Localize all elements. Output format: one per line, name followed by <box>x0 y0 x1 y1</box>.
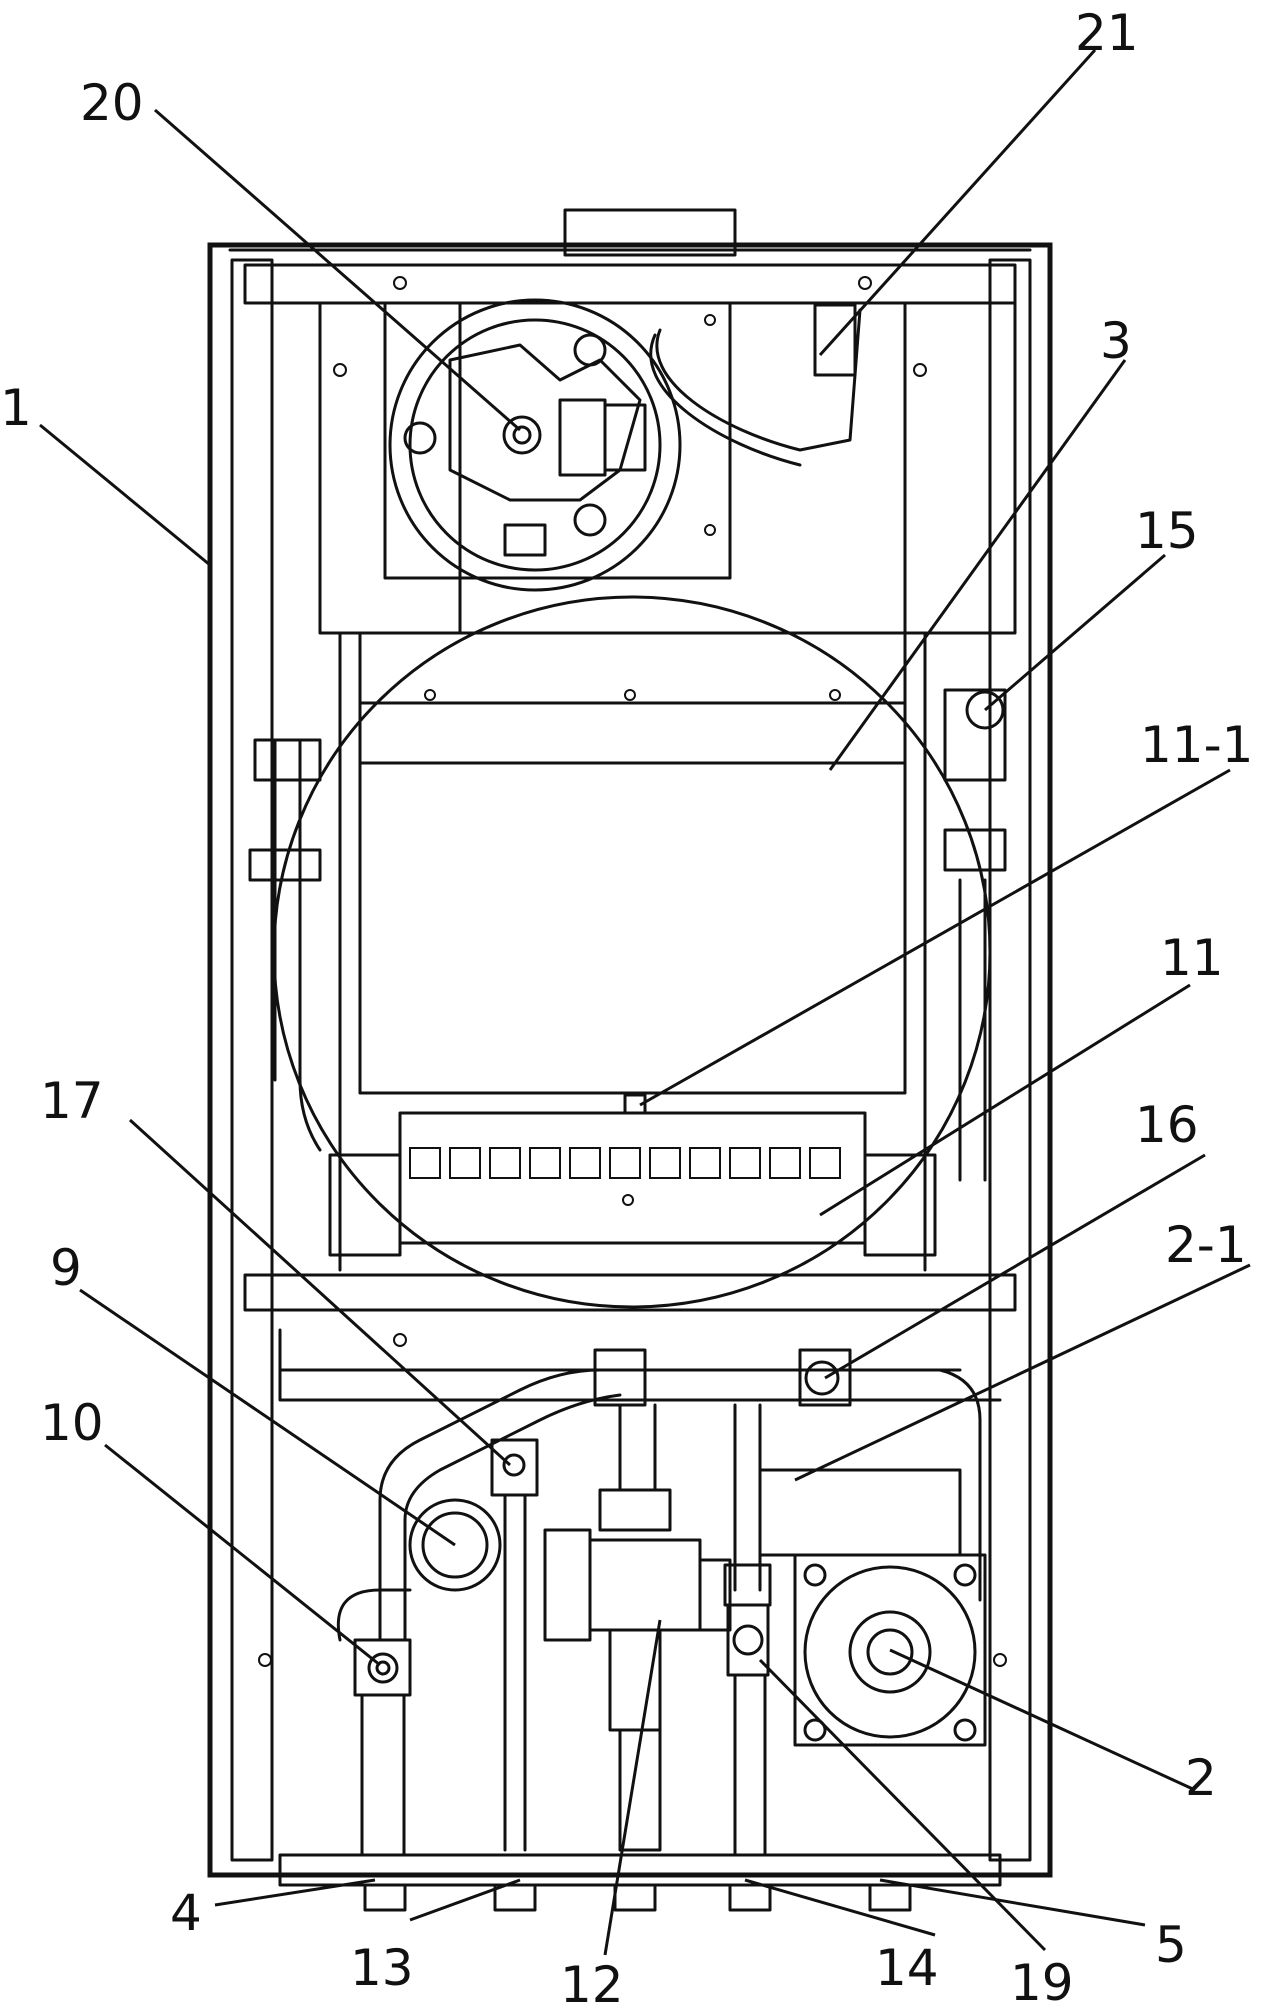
label-10: 10 <box>40 1394 104 1452</box>
lower-rail <box>243 1273 1017 1312</box>
heat-exchanger <box>338 631 927 1272</box>
label-11-1: 11-1 <box>1140 716 1253 774</box>
label-14: 14 <box>875 1939 939 1997</box>
burner-nozzles <box>409 1147 841 1179</box>
label-17: 17 <box>40 1072 104 1130</box>
label-12: 12 <box>560 1956 624 2012</box>
outer-casing <box>207 208 1053 1878</box>
label-9: 9 <box>50 1239 82 1297</box>
label-15: 15 <box>1135 502 1199 560</box>
label-5: 5 <box>1155 1916 1187 1974</box>
label-16: 16 <box>1135 1096 1199 1154</box>
label-21: 21 <box>1075 4 1139 62</box>
label-1: 1 <box>0 379 32 437</box>
label-11: 11 <box>1160 929 1224 987</box>
label-19: 19 <box>1010 1954 1074 2012</box>
hydraulic-group <box>258 1328 1007 1912</box>
label-13: 13 <box>350 1939 414 1997</box>
reference-numerals: 1 2 2-1 3 4 5 9 10 11 11-1 12 13 14 15 1… <box>0 4 1253 2012</box>
side-pipes <box>248 688 1007 1182</box>
label-2: 2 <box>1185 1749 1217 1807</box>
label-4: 4 <box>170 1884 202 1942</box>
label-20: 20 <box>80 74 144 132</box>
fan-assembly <box>383 298 862 592</box>
leader-lines <box>39 48 1251 1956</box>
label-2-1: 2-1 <box>1165 1216 1247 1274</box>
burner <box>328 1093 937 1257</box>
label-3: 3 <box>1100 312 1132 370</box>
